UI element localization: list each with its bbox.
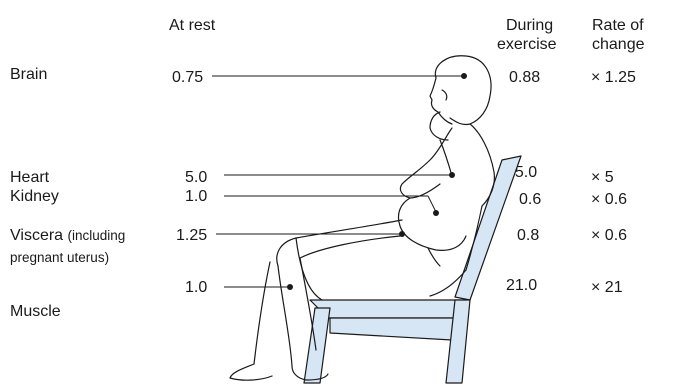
chair-seat bbox=[310, 300, 470, 318]
chair-front-leg bbox=[304, 308, 330, 383]
organ-dot-muscle bbox=[287, 284, 293, 290]
chair-illustration bbox=[304, 156, 521, 383]
organ-dot-viscera bbox=[399, 231, 405, 237]
chair-backrest bbox=[455, 156, 521, 300]
organ-dot-brain bbox=[461, 73, 467, 79]
leader-line-kidney-diag bbox=[428, 196, 436, 212]
organ-dot-kidney bbox=[433, 210, 439, 216]
leader-dots bbox=[287, 73, 467, 290]
organ-dot-heart bbox=[449, 172, 455, 178]
leader-lines bbox=[212, 76, 464, 287]
chair-rail bbox=[330, 318, 460, 340]
